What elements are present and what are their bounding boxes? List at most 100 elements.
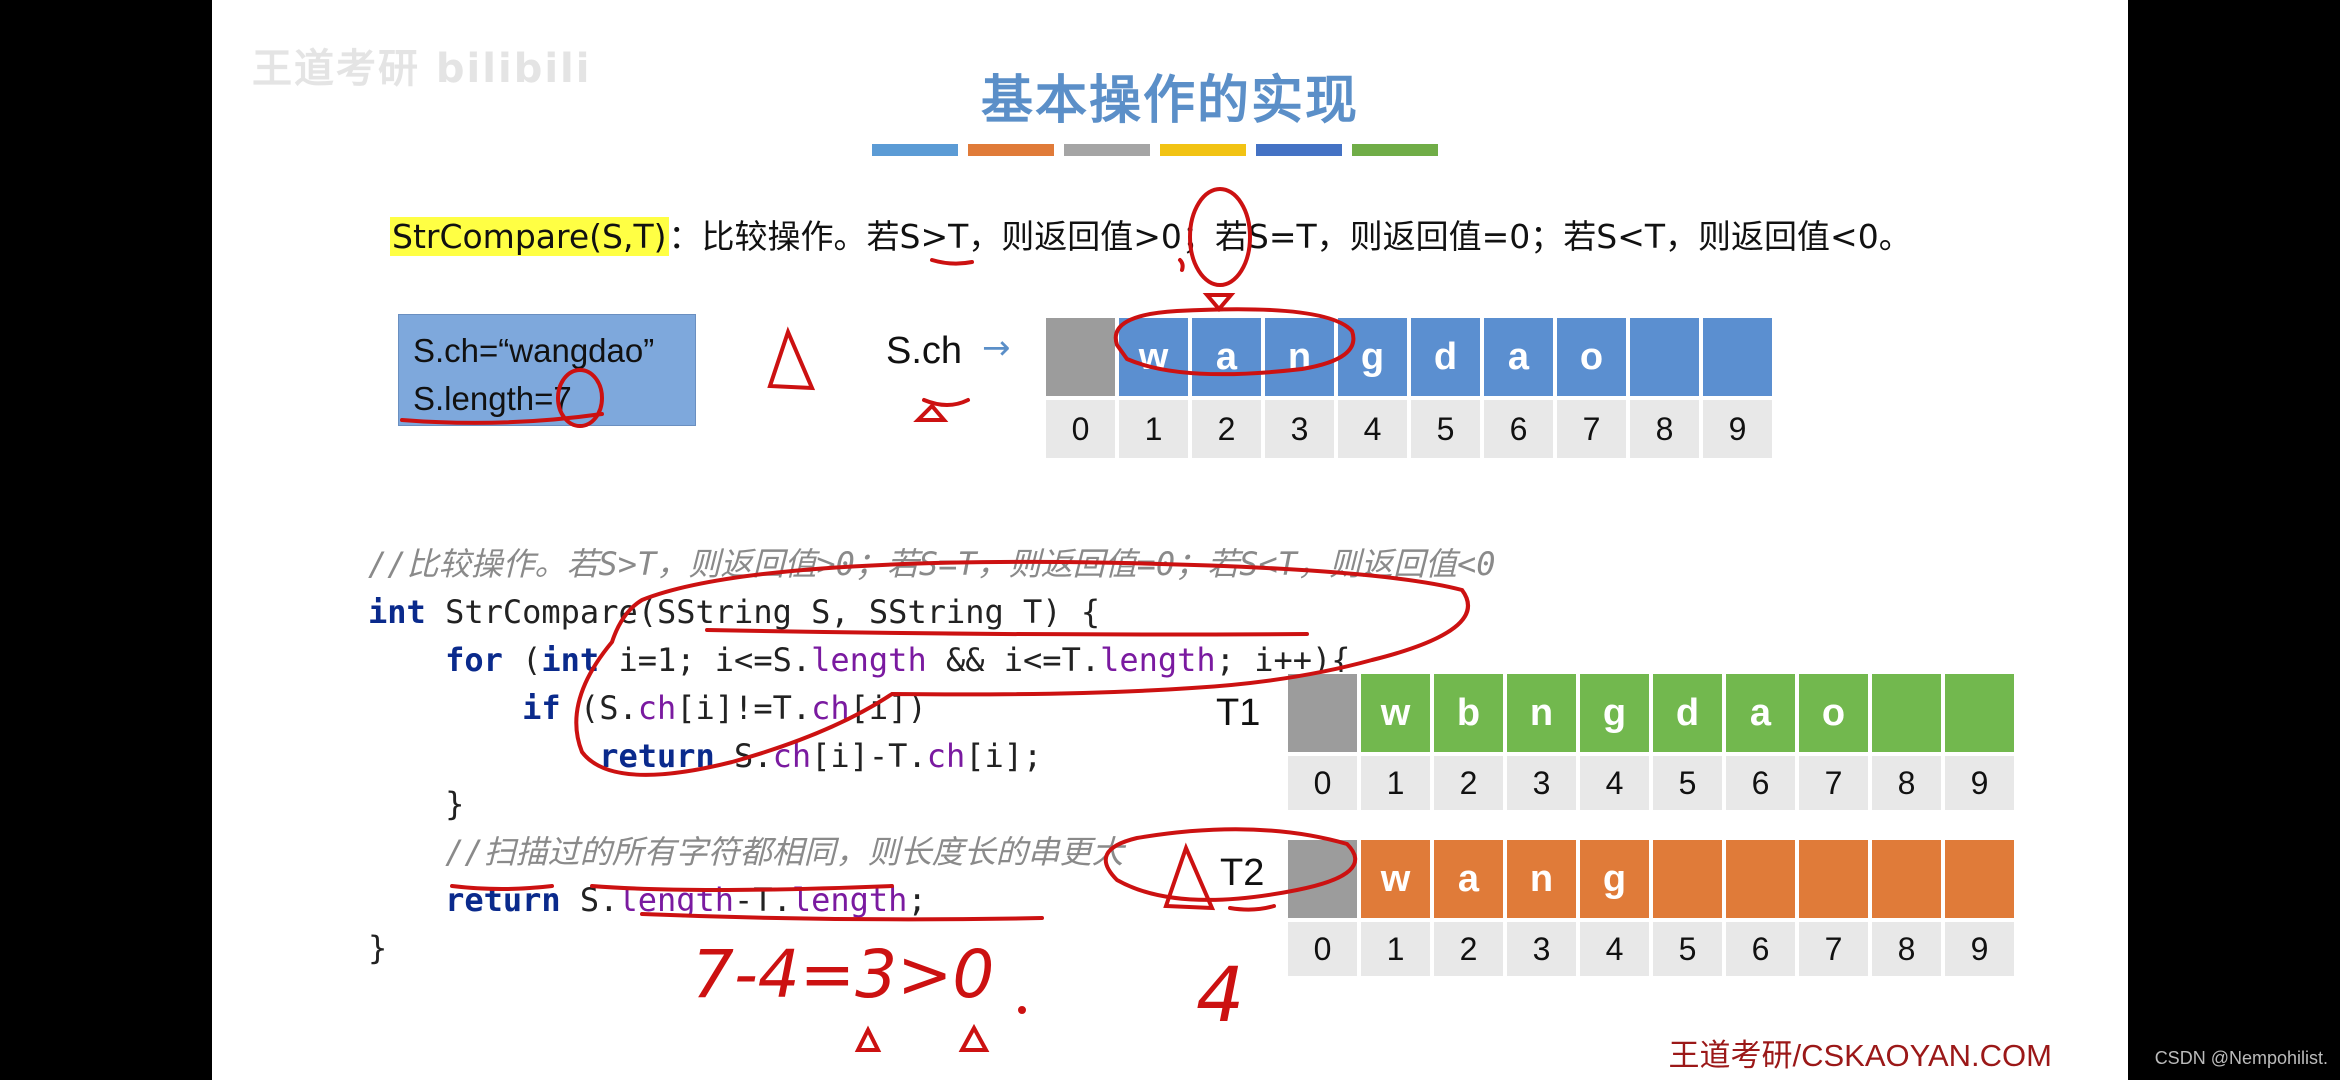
code-keyword: int — [368, 593, 426, 631]
array-cell — [1724, 838, 1797, 920]
info-length: S.length=7 — [413, 380, 572, 417]
array-cell: g — [1336, 316, 1409, 398]
handwritten-calculation: 7-4=3>0 — [692, 936, 995, 1013]
array-cell — [1870, 838, 1943, 920]
code-keyword: return — [445, 881, 561, 919]
arrow-icon: → — [982, 328, 1011, 368]
array-index: 6 — [1724, 920, 1797, 978]
code-text: } — [368, 929, 388, 967]
array-index: 1 — [1359, 920, 1432, 978]
underline-segment — [872, 144, 958, 156]
array-cell — [1044, 316, 1117, 398]
array-index: 8 — [1628, 398, 1701, 460]
code-field: length — [811, 641, 927, 679]
array-cell: a — [1482, 316, 1555, 398]
array-cell: w — [1359, 838, 1432, 920]
t2-array-label: T2 — [1220, 852, 1265, 894]
array-index: 2 — [1432, 754, 1505, 812]
code-text: ; — [907, 881, 927, 919]
array-index: 3 — [1263, 398, 1336, 460]
code-text: [i]-T. — [811, 737, 927, 775]
code-field: length — [791, 881, 908, 919]
code-text: S. — [560, 881, 619, 919]
string-info-box: S.ch=“wangdao” S.length=7 — [398, 314, 696, 426]
code-text: } — [445, 785, 465, 823]
code-text: StrCompare(SString S, SString T) { — [425, 593, 1101, 631]
page-title: 基本操作的实现 — [980, 71, 1359, 131]
array-cell: a — [1432, 838, 1505, 920]
array-index: 0 — [1044, 398, 1117, 460]
array-index: 9 — [1943, 920, 2016, 978]
array-cell: n — [1505, 672, 1578, 754]
array-index: 2 — [1190, 398, 1263, 460]
array-cell: w — [1117, 316, 1190, 398]
code-text: S. — [714, 737, 773, 775]
handwritten-four: 4 — [1196, 950, 1245, 1039]
code-text: -T. — [734, 881, 792, 919]
code-field: ch — [772, 737, 812, 775]
array-cell: b — [1432, 672, 1505, 754]
code-comment: //扫描过的所有字符都相同，则长度长的串更大 — [445, 833, 1124, 871]
code-field: ch — [926, 737, 966, 775]
code-text: i=1; i<=S. — [599, 641, 812, 679]
array-cell — [1651, 838, 1724, 920]
array-cell — [1286, 672, 1359, 754]
array-cell: w — [1359, 672, 1432, 754]
t1-array-label: T1 — [1216, 692, 1261, 734]
code-text: [i]!=T. — [676, 689, 812, 727]
array-index: 2 — [1432, 920, 1505, 978]
array-index: 1 — [1359, 754, 1432, 812]
array-cell: d — [1409, 316, 1482, 398]
array-index: 7 — [1797, 920, 1870, 978]
code-text: [i]; — [965, 737, 1043, 775]
array-cell: a — [1724, 672, 1797, 754]
function-name: StrCompare(S,T) — [390, 217, 669, 256]
array-index: 8 — [1870, 920, 1943, 978]
array-cell — [1701, 316, 1774, 398]
array-cell: d — [1651, 672, 1724, 754]
array-index: 4 — [1578, 754, 1651, 812]
code-text: && i<=T. — [926, 641, 1101, 679]
array-cell — [1943, 838, 2016, 920]
array-index: 4 — [1336, 398, 1409, 460]
underline-segment — [1352, 144, 1438, 156]
array-index: 8 — [1870, 754, 1943, 812]
code-field: length — [618, 881, 735, 919]
footer-brand: 王道考研/CSKAOYAN.COM — [1668, 1038, 2052, 1073]
underline-segment — [1160, 144, 1246, 156]
array-index: 0 — [1286, 754, 1359, 812]
array-index: 6 — [1724, 754, 1797, 812]
code-field: ch — [637, 689, 677, 727]
underline-segment — [1256, 144, 1342, 156]
array-cell: a — [1190, 316, 1263, 398]
code-keyword: int — [541, 641, 600, 679]
array-cell: o — [1555, 316, 1628, 398]
array-index: 9 — [1943, 754, 2016, 812]
s-array-label: S.ch — [886, 330, 963, 372]
underline-segment — [968, 144, 1054, 156]
underline-segment — [1064, 144, 1150, 156]
array-index: 3 — [1505, 920, 1578, 978]
code-field: length — [1100, 641, 1216, 679]
array-cell — [1628, 316, 1701, 398]
definition-text: ：比较操作。若S>T，则返回值>0；若S=T，则返回值=0；若S<T，则返回值<… — [668, 217, 1912, 256]
array-index: 5 — [1651, 754, 1724, 812]
definition-line: StrCompare(S,T)：比较操作。若S>T，则返回值>0；若S=T，则返… — [390, 210, 1912, 258]
code-text: (S. — [560, 689, 638, 727]
array-index: 3 — [1505, 754, 1578, 812]
array-cell — [1797, 838, 1870, 920]
code-field: ch — [811, 689, 850, 727]
array-index: 9 — [1701, 398, 1774, 460]
code-text: [i]) — [849, 689, 927, 727]
code-comment: //比较操作。若S>T，则返回值>0；若S=T，则返回值=0；若S<T，则返回值… — [368, 545, 1496, 583]
array-cell: g — [1578, 838, 1651, 920]
code-keyword: for — [445, 641, 503, 679]
array-index: 0 — [1286, 920, 1359, 978]
code-keyword: if — [522, 689, 561, 727]
array-index: 1 — [1117, 398, 1190, 460]
code-keyword: return — [599, 737, 715, 775]
array-cell: o — [1797, 672, 1870, 754]
array-index: 7 — [1797, 754, 1870, 812]
array-cell — [1870, 672, 1943, 754]
watermark: 王道考研 bilibili — [252, 46, 592, 92]
